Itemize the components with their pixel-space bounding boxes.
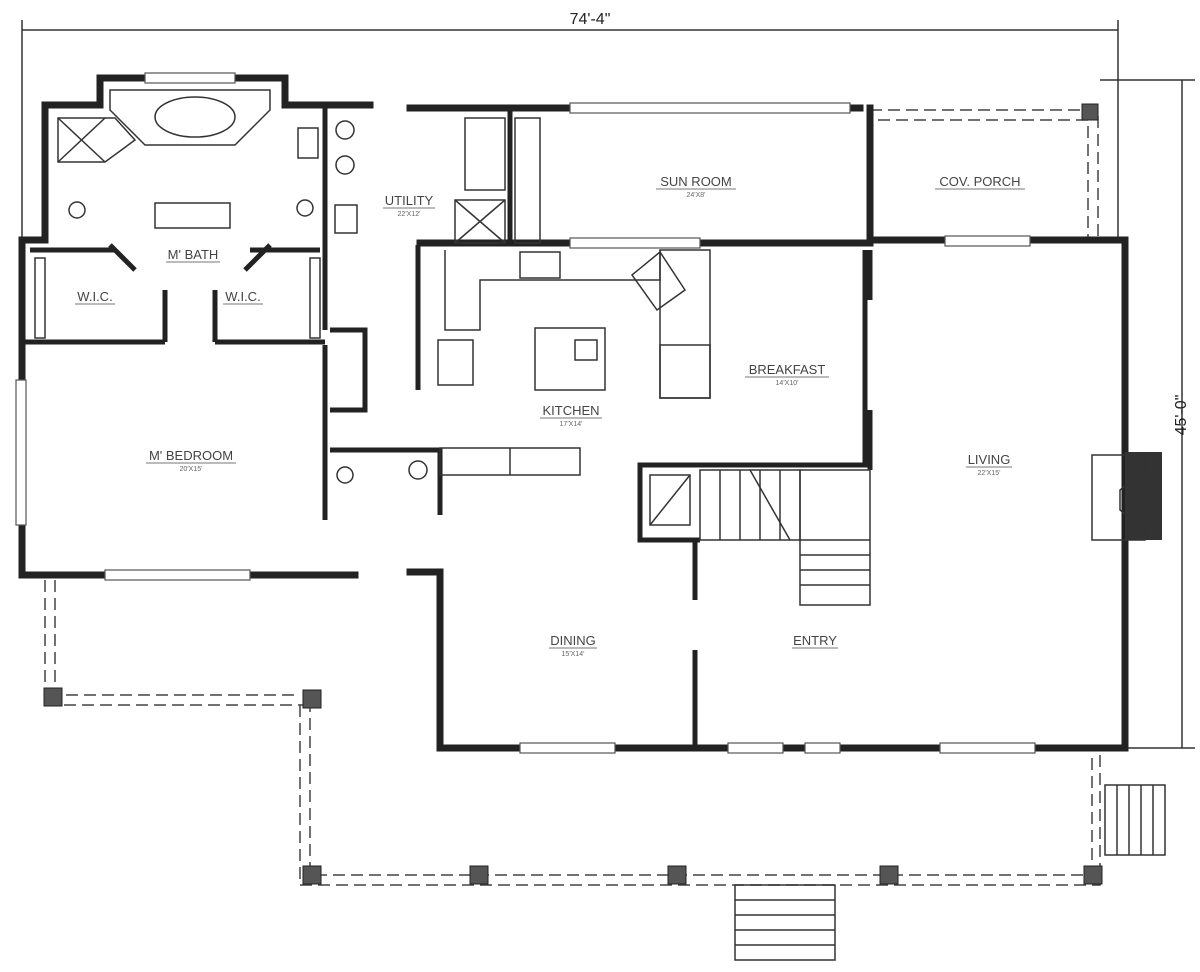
svg-text:BREAKFAST: BREAKFAST [749, 362, 826, 377]
sink-icon [574, 339, 598, 361]
room-m-bath: M' BATH [166, 247, 220, 263]
svg-text:M' BEDROOM: M' BEDROOM [149, 448, 233, 463]
svg-text:SUN ROOM: SUN ROOM [660, 174, 732, 189]
svg-text:15'X14': 15'X14' [562, 651, 585, 658]
svg-text:22'X12': 22'X12' [398, 211, 421, 218]
svg-text:20'X15': 20'X15' [180, 466, 203, 473]
cooktop-icon [519, 251, 561, 279]
room-entry: ENTRY [792, 633, 838, 649]
room-sun-room: SUN ROOM 24'X8' [656, 174, 736, 199]
room-m-bedroom: M' BEDROOM 20'X15' [146, 448, 236, 473]
depth-dimension: 45'-0" [1100, 79, 1195, 749]
svg-text:LIVING: LIVING [968, 452, 1011, 467]
windows [15, 72, 1036, 754]
depth-dimension-label: 45'-0" [1173, 395, 1190, 436]
fixtures [34, 89, 711, 484]
front-steps [734, 884, 836, 961]
front-porch [43, 580, 1103, 886]
room-wic-right: W.I.C. [223, 289, 263, 305]
svg-text:17'X14': 17'X14' [560, 421, 583, 428]
room-living: LIVING 22'X15' [966, 452, 1012, 477]
room-kitchen: KITCHEN 17'X14' [540, 403, 602, 428]
side-steps [1104, 784, 1166, 856]
room-labels: UTILITY 22'X12' SUN ROOM 24'X8' COV. PORCH… [75, 174, 1025, 658]
width-dimension: 74'-4" [21, 11, 1119, 240]
svg-text:W.I.C.: W.I.C. [77, 289, 112, 304]
room-cov-porch: COV. PORCH [935, 174, 1025, 190]
room-utility: UTILITY 22'X12' [383, 193, 435, 218]
kitchen-island [534, 327, 606, 391]
interior-walls [22, 105, 873, 745]
room-breakfast: BREAKFAST 14'X10' [745, 362, 829, 387]
fireplace [1091, 452, 1162, 541]
svg-text:14'X10': 14'X10' [776, 380, 799, 387]
svg-text:DINING: DINING [550, 633, 596, 648]
svg-text:W.I.C.: W.I.C. [225, 289, 260, 304]
interior-stairs [649, 469, 871, 606]
width-dimension-label: 74'-4" [570, 11, 611, 28]
room-dining: DINING 15'X14' [549, 633, 597, 658]
bathtub-icon [154, 96, 236, 138]
svg-text:22'X15': 22'X15' [978, 470, 1001, 477]
svg-text:UTILITY: UTILITY [385, 193, 434, 208]
svg-text:KITCHEN: KITCHEN [542, 403, 599, 418]
svg-text:M' BATH: M' BATH [168, 247, 219, 262]
svg-text:24'X8': 24'X8' [686, 192, 705, 199]
svg-text:ENTRY: ENTRY [793, 633, 837, 648]
room-wic-left: W.I.C. [75, 289, 115, 305]
covered-porch-outline [870, 103, 1099, 240]
svg-text:COV. PORCH: COV. PORCH [939, 174, 1020, 189]
